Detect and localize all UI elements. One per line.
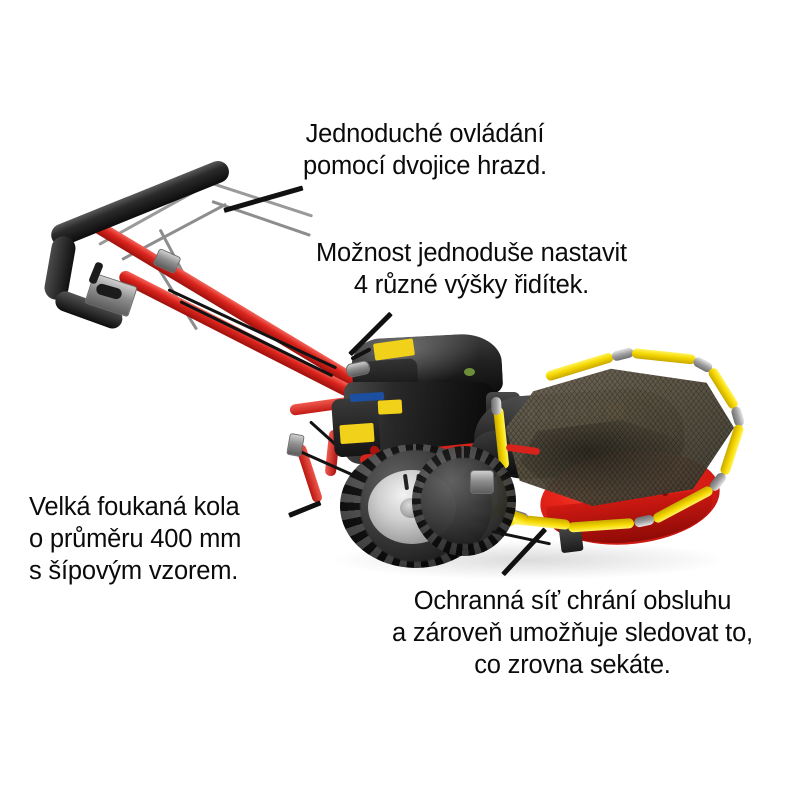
- engine-safety-sticker: [339, 422, 375, 445]
- callout-safety-net-line-1: Ochranná síť chrání obsluhu: [413, 587, 732, 615]
- axle-bracket: [470, 470, 494, 494]
- callout-controls: Jednoduché ovládání pomocí dvojice hrazd…: [303, 118, 547, 182]
- engine-warning-sticker: [377, 399, 403, 415]
- rear-wheel-tread: [412, 446, 516, 556]
- callout-wheels: Velká foukaná kola o průměru 400 mm s ší…: [29, 491, 241, 587]
- guard-frame-segment: [631, 348, 697, 365]
- handle-grip: [47, 157, 233, 250]
- callout-wheels-line-1: Velká foukaná kola: [29, 493, 240, 521]
- callout-wheels-line-2: o průměru 400 mm: [29, 525, 242, 553]
- callout-handle-height-line-1: Možnost jednoduše nastavit: [316, 239, 627, 267]
- callout-wheels-line-3: s šípovým vzorem.: [29, 557, 239, 585]
- callout-handle-height-line-2: 4 různé výšky řidítek.: [353, 271, 590, 299]
- callout-controls-line-1: Jednoduché ovládání: [305, 120, 545, 148]
- callout-safety-net-line-3: co zrovna sekáte.: [474, 651, 671, 679]
- callout-safety-net-line-2: a zároveň umožňuje sledovat to,: [392, 619, 753, 647]
- control-bail-wire: [211, 200, 311, 237]
- oil-fill-cap: [464, 368, 475, 376]
- callout-handle-height: Možnost jednoduše nastavit 4 různé výšky…: [316, 237, 627, 301]
- guard-frame-connector: [491, 396, 502, 416]
- callout-safety-net: Ochranná síť chrání obsluhu a zároveň um…: [392, 585, 753, 681]
- protective-net: [506, 368, 734, 506]
- callout-controls-line-2: pomocí dvojice hrazd.: [303, 152, 547, 180]
- control-cable: [167, 288, 338, 370]
- control-cable: [179, 300, 334, 378]
